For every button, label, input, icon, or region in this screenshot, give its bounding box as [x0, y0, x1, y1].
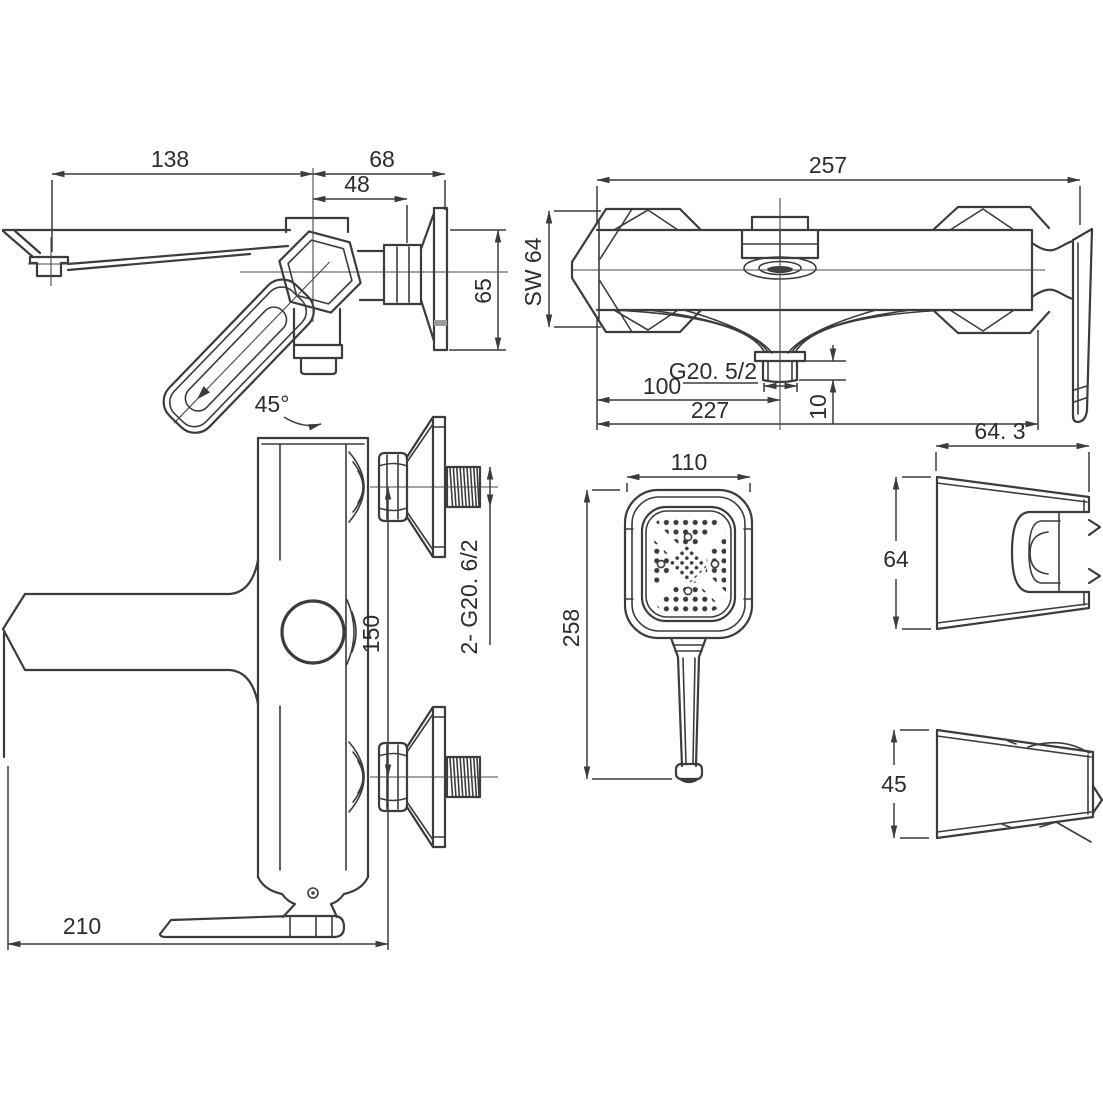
shower-handle	[669, 636, 708, 768]
bracket-top-cup	[1010, 510, 1091, 594]
bracket-top-cup-inner	[1028, 511, 1061, 593]
front-view-trumpet	[611, 309, 949, 354]
bracket-top-view: 64. 3 64	[883, 418, 1102, 631]
front-view: 257 SW 64 G20. 5/2 100 227 10	[520, 152, 1094, 430]
top-view: 150 2- G20. 6/2 210	[1, 415, 498, 950]
bracket-top-tabs	[1087, 518, 1102, 585]
shower-head-rim	[631, 496, 746, 632]
top-view-lever-detail	[289, 915, 333, 938]
side-view-spout-outline	[1, 228, 292, 278]
top-view-body-contours	[261, 443, 365, 871]
dim-text-258: 258	[558, 609, 584, 647]
spray-nozzles	[656, 532, 720, 596]
shower-handle-cap-edge	[680, 777, 698, 784]
bracket-top-contours	[936, 482, 1088, 624]
bottom-inlet-flange	[405, 705, 447, 849]
bottom-inlet-boss	[348, 741, 365, 813]
nozzle-bottom	[683, 586, 693, 596]
dim-text-68: 68	[369, 146, 395, 172]
shower-handle-cap	[674, 762, 704, 781]
top-view-lever	[158, 875, 370, 939]
front-view-outlet-facets	[767, 360, 793, 382]
side-view-handle	[162, 261, 331, 434]
handle-axis-arrow	[197, 386, 211, 400]
front-view-centerlines	[573, 198, 1045, 430]
bracket-side-outline	[935, 728, 1095, 840]
spray-center-cluster	[669, 545, 707, 583]
side-view-nut-facets	[396, 246, 410, 303]
shower-faceplate	[640, 505, 737, 623]
angle-arrow	[283, 416, 322, 431]
bracket-side-extension-lines	[900, 729, 929, 839]
front-view-handle-detail	[1073, 242, 1088, 415]
bottom-inlet-flange-detail	[406, 713, 446, 841]
spray-pattern	[651, 516, 726, 612]
shower-faceplate-inner	[645, 510, 732, 618]
dim-text-45: 45	[881, 771, 907, 797]
dim-text-2g20: 2- G20. 6/2	[456, 539, 482, 654]
side-view-body-outline	[278, 216, 362, 376]
bracket-side-contours	[936, 735, 1092, 843]
nozzle-top	[683, 532, 693, 542]
front-view-handle-knob	[1030, 227, 1094, 424]
dim-text-45deg: 45°	[255, 391, 290, 417]
dim-text-10: 10	[805, 394, 831, 420]
top-inlet-flange	[405, 415, 447, 559]
nozzle-right	[710, 559, 720, 569]
dim-text-210: 210	[63, 913, 101, 939]
side-view-extension-lines	[51, 180, 506, 351]
top-inlet-flange-detail	[406, 423, 446, 551]
bracket-side-tab	[1091, 784, 1103, 815]
dim-text-227: 227	[691, 397, 729, 423]
top-inlet-boss	[348, 451, 365, 523]
shower-head-seams	[624, 528, 753, 600]
side-view-body-facets	[287, 239, 353, 305]
dim-text-64: 64	[883, 546, 909, 572]
dim-text-65: 65	[470, 278, 496, 304]
diverter-knob	[280, 599, 346, 665]
side-view-connector	[356, 206, 449, 352]
shower-handle-detail	[672, 644, 705, 765]
nozzle-left	[656, 559, 666, 569]
dim-text-110: 110	[671, 449, 708, 475]
dim-text-g20-5: G20. 5/2	[669, 358, 757, 384]
dim-text-sw64: SW 64	[520, 237, 546, 306]
flange-slot	[434, 320, 447, 326]
bottom-inlet-nut	[377, 741, 409, 813]
top-inlet-thread-body	[445, 465, 482, 509]
side-view-centerlines	[28, 168, 508, 322]
side-view: 138 68 48 65 45°	[1, 146, 508, 434]
lever-pivot-dot	[311, 891, 315, 895]
front-view-extension-lines	[554, 186, 1081, 430]
bottom-inlet-thread-body	[445, 755, 482, 799]
dim-text-138: 138	[151, 146, 189, 172]
bracket-top-extension-lines	[902, 452, 1090, 630]
lever-pivot	[307, 887, 319, 899]
top-inlet-nut	[377, 451, 409, 523]
bracket-top-outline	[935, 475, 1091, 631]
shower-head-outer	[623, 488, 754, 640]
dim-text-64-3: 64. 3	[974, 418, 1025, 444]
dim-text-100: 100	[643, 373, 681, 399]
handshower-extension-lines	[592, 483, 751, 780]
top-view-centerlines	[370, 486, 498, 778]
top-view-body-outline	[1, 436, 370, 879]
dim-text-257: 257	[809, 152, 847, 178]
dim-text-48: 48	[344, 171, 370, 197]
dim-text-150: 150	[358, 615, 384, 653]
handshower-view: 110 258	[558, 449, 754, 784]
bracket-side-view: 45	[881, 728, 1103, 843]
top-view-extension-lines	[7, 507, 491, 950]
